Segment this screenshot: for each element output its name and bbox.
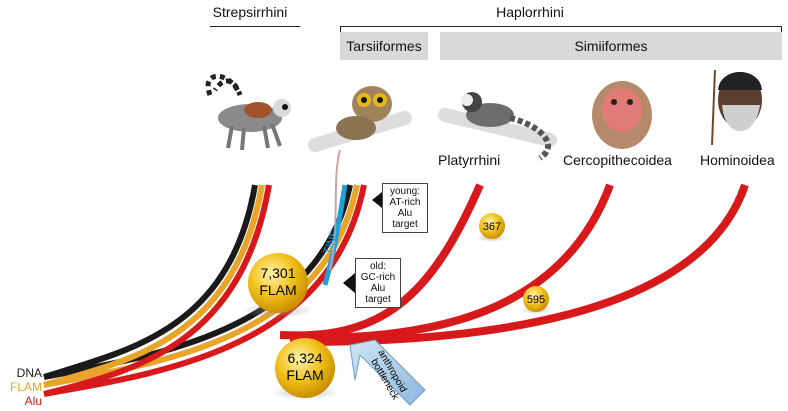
old-callout-line-2: GC-rich — [360, 272, 396, 283]
old-callout-pointer — [343, 273, 355, 293]
bubble-platyrrhini-count: 367 — [483, 221, 501, 233]
header-haplorrhini-tick-right — [781, 26, 782, 34]
old-alu-target-callout: old: GC-rich Alu target — [355, 258, 401, 308]
bubble-tarsier-unit: FLAM — [259, 282, 296, 298]
bubble-anthropoid-flam — [275, 338, 335, 398]
old-callout-line-1: old: — [369, 261, 387, 272]
young-alu-target-callout: young: AT-rich Alu target — [382, 183, 428, 233]
header-haplorrhini-bar — [340, 26, 782, 27]
young-callout-pointer — [372, 192, 382, 208]
bubble-anthropoid-unit: FLAM — [286, 367, 323, 383]
ring-tailed-lemur-icon — [205, 73, 291, 151]
lane-label-alu: Alu — [24, 394, 42, 408]
macaque-icon — [592, 81, 652, 149]
trunk-strand-alu — [43, 184, 367, 397]
header-simiiformes: Simiiformes — [440, 32, 782, 60]
lane-label-flam: FLAM — [9, 380, 42, 394]
header-tarsiiformes: Tarsiiformes — [340, 32, 428, 60]
bubble-anthropoid-count: 6,324 — [287, 350, 322, 366]
anthropoid-bottleneck-arrow — [349, 339, 426, 406]
young-callout-line-4: target — [392, 219, 418, 230]
header-strepsirrhini-bar — [210, 26, 300, 27]
header-haplorrhini-tick-left — [340, 26, 341, 34]
old-callout-line-4: target — [365, 294, 391, 305]
young-callout-line-1: young: — [389, 186, 421, 197]
tines-strand — [322, 184, 348, 286]
old-callout-line-3: Alu — [370, 283, 386, 294]
bubble-catarrhini-count: 595 — [527, 294, 545, 306]
bubble-catarrhini — [523, 286, 549, 312]
header-haplorrhini: Haplorrhini — [496, 4, 564, 20]
lane-label-dna: DNA — [16, 366, 42, 380]
clade-label-platyrrhini: Platyrrhini — [438, 152, 501, 168]
tarsier-icon — [308, 86, 412, 152]
marmoset-icon — [438, 92, 557, 161]
clade-label-cercopithecoidea: Cercopithecoidea — [563, 152, 672, 168]
clade-label-hominoidea: Hominoidea — [700, 152, 775, 168]
human-icon — [711, 69, 762, 146]
bubble-platyrrhini — [479, 213, 505, 239]
young-callout-line-2: AT-rich — [389, 197, 421, 208]
bubble-tarsier-flam — [248, 253, 308, 313]
header-strepsirrhini: Strepsirrhini — [212, 4, 288, 20]
tarsier-tail — [329, 149, 341, 271]
young-callout-line-3: Alu — [397, 208, 413, 219]
trunk-strand-dna — [43, 184, 353, 380]
bubble-tarsier-count: 7,301 — [260, 265, 295, 281]
